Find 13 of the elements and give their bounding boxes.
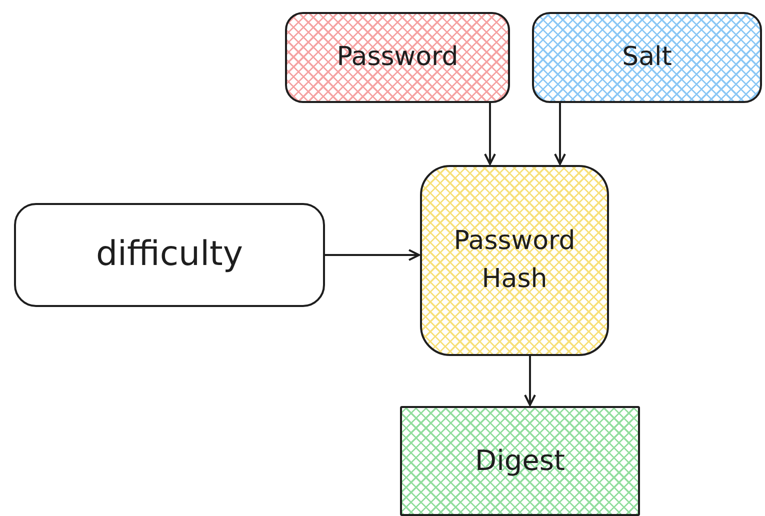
box-label: Salt: [622, 40, 672, 74]
box-label: Password: [336, 40, 458, 74]
process-box: [532, 12, 762, 103]
process-box: [400, 406, 640, 516]
arrow: [554, 103, 566, 165]
arrow: [484, 103, 496, 165]
box-label: Digest: [475, 442, 565, 479]
process-box: [285, 12, 510, 103]
box-label: difficulty: [96, 233, 244, 276]
process-box: [14, 203, 325, 307]
arrow: [325, 249, 420, 261]
process-box: [420, 165, 609, 356]
arrow: [524, 356, 536, 406]
